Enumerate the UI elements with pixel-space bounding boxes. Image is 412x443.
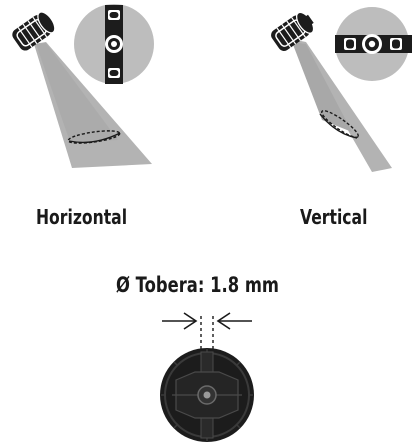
horizontal-pattern-group <box>12 4 154 168</box>
horizontal-gun-head-icon <box>12 11 56 51</box>
nozzle-diameter-label: Ø Tobera: 1.8 mm <box>116 273 279 297</box>
horizontal-nozzle-detail-icon <box>74 4 154 84</box>
vertical-spray-ellipse <box>321 110 359 138</box>
nozzle-cap-icon <box>160 348 254 442</box>
vertical-gun-head-icon <box>271 11 315 51</box>
left-inward-arrow-icon <box>162 312 198 330</box>
horizontal-spray-fan <box>34 42 152 168</box>
right-inward-arrow-icon <box>216 312 252 330</box>
horizontal-spray-fan-inner <box>36 43 118 142</box>
vertical-label: Vertical <box>300 205 368 229</box>
vertical-spray-fan-body <box>292 42 352 132</box>
horizontal-label: Horizontal <box>36 205 128 229</box>
nozzle-measurement-group <box>160 312 254 442</box>
vertical-nozzle-detail-icon <box>335 7 412 81</box>
vertical-pattern-group <box>271 7 412 172</box>
